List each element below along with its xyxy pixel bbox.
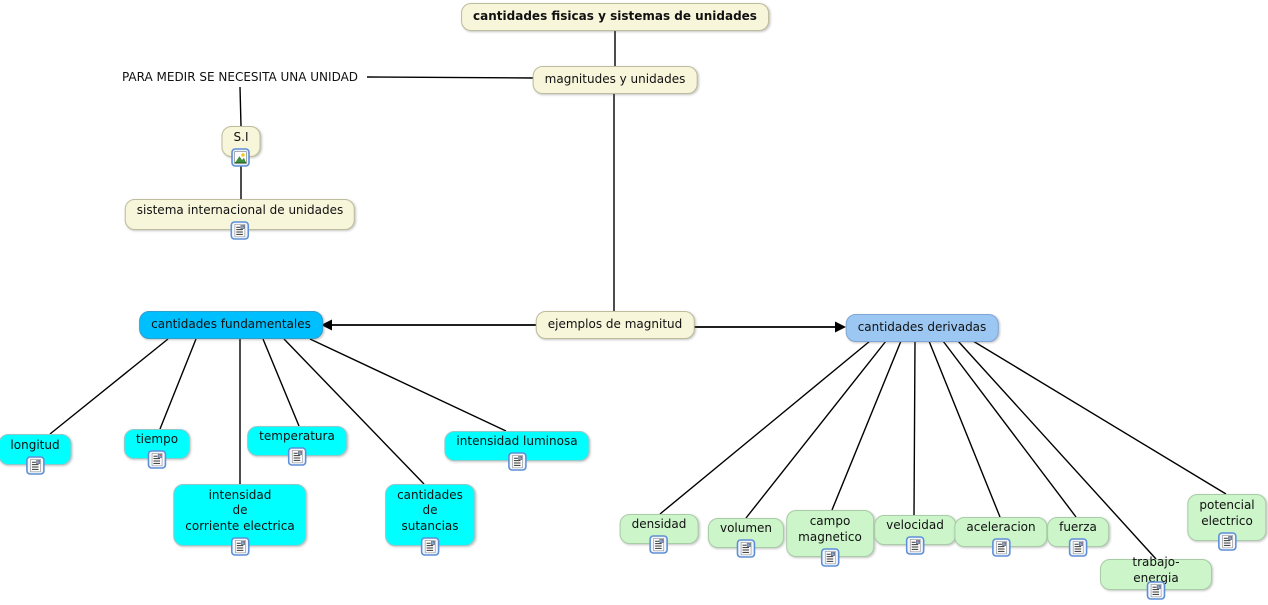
edge-derivadas-volumen — [745, 340, 887, 519]
concept-tiempo[interactable]: tiempo — [123, 429, 191, 459]
document-icon[interactable] — [507, 452, 526, 471]
concept-label: tiempo — [135, 432, 179, 447]
concept-label: sistema internacional de unidades — [136, 202, 344, 217]
concept-velocidad[interactable]: velocidad — [874, 515, 956, 545]
concept-label: cantidades de sutancias — [397, 487, 463, 533]
concept-label: aceleracion — [966, 520, 1036, 535]
concept-fuerza[interactable]: fuerza — [1047, 517, 1109, 547]
edge-para_medir-magnitudes — [366, 76, 535, 79]
document-icon[interactable] — [147, 450, 166, 469]
concept-label: cantidades derivadas — [857, 320, 987, 335]
edge-fundamentales-temperatura — [262, 338, 300, 427]
document-icon[interactable] — [287, 447, 306, 466]
image-icon[interactable] — [231, 148, 250, 167]
concept-label: volumen — [719, 521, 773, 536]
concept-si[interactable]: S.I — [221, 126, 261, 157]
concept-label: intensidad de corriente electrica — [185, 487, 295, 533]
document-icon[interactable] — [1147, 581, 1166, 600]
concept-label: cantidades fisicas y sistemas de unidade… — [473, 9, 757, 24]
edge-fundamentales-longitud — [49, 338, 169, 435]
edge-derivadas-velocidad — [913, 340, 916, 516]
concept-label: fuerza — [1059, 520, 1097, 535]
document-icon[interactable] — [992, 538, 1011, 557]
concept-label: densidad — [631, 517, 687, 532]
concept-label: temperatura — [259, 429, 335, 444]
concept-densidad[interactable]: densidad — [619, 514, 699, 544]
concept-label: campo magnetico — [798, 513, 862, 544]
document-icon[interactable] — [650, 535, 669, 554]
concept-campo-magnetico[interactable]: campo magnetico — [786, 510, 874, 557]
edge-fundamentales-intensidad_luminosa — [309, 338, 507, 432]
concept-label: S.I — [233, 129, 249, 144]
concept-intensidad-luminosa[interactable]: intensidad luminosa — [444, 431, 590, 461]
concept-ejemplos-de-magnitud[interactable]: ejemplos de magnitud — [535, 311, 695, 339]
document-icon[interactable] — [230, 537, 249, 556]
document-icon[interactable] — [231, 221, 250, 240]
concept-cantidades-fundamentales[interactable]: cantidades fundamentales — [139, 311, 323, 339]
concept-cantidades-derivadas[interactable]: cantidades derivadas — [845, 314, 999, 342]
concept-label: trabajo-energia — [1132, 554, 1180, 585]
concept-trabajo-energia[interactable]: trabajo-energia — [1100, 555, 1212, 590]
document-icon[interactable] — [820, 548, 839, 567]
arrowhead — [835, 321, 846, 333]
edge-fundamentales-tiempo — [159, 338, 197, 430]
concept-label: magnitudes y unidades — [544, 72, 686, 87]
edge-derivadas-aceleracion — [928, 340, 1001, 518]
concept-cantidades-de-sutancias[interactable]: cantidades de sutancias — [385, 484, 475, 546]
concept-title[interactable]: cantidades fisicas y sistemas de unidade… — [461, 3, 769, 31]
document-icon[interactable] — [906, 536, 925, 555]
document-icon[interactable] — [1218, 532, 1237, 551]
concept-label: potencial electrico — [1199, 497, 1255, 528]
concept-label: velocidad — [886, 518, 944, 533]
edge-derivadas-fuerza — [942, 340, 1077, 518]
concept-aceleracion[interactable]: aceleracion — [954, 517, 1048, 547]
document-icon[interactable] — [420, 537, 439, 556]
concept-volumen[interactable]: volumen — [707, 518, 785, 548]
document-icon[interactable] — [1069, 538, 1088, 557]
concept-label: intensidad luminosa — [456, 434, 578, 449]
concept-temperatura[interactable]: temperatura — [247, 426, 347, 456]
concept-sistema-internacional[interactable]: sistema internacional de unidades — [124, 199, 356, 230]
concept-longitud[interactable]: longitud — [0, 434, 72, 465]
edge-para_medir-si — [239, 86, 242, 127]
concept-label: ejemplos de magnitud — [547, 317, 683, 332]
edge-derivadas-potencial_electrico — [972, 340, 1227, 495]
linking-phrase-para-medir[interactable]: PARA MEDIR SE NECESITA UNA UNIDAD — [122, 70, 358, 84]
edge-derivadas-campo_magnetico — [831, 340, 902, 511]
document-icon[interactable] — [737, 539, 756, 558]
concept-magnitudes-y-unidades[interactable]: magnitudes y unidades — [532, 66, 698, 94]
edge-derivadas-densidad — [659, 340, 871, 515]
concept-potencial-electrico[interactable]: potencial electrico — [1187, 494, 1267, 541]
concept-label: longitud — [10, 437, 60, 452]
document-icon[interactable] — [25, 456, 44, 475]
concept-intensidad-corriente-electrica[interactable]: intensidad de corriente electrica — [173, 484, 307, 546]
concept-label: cantidades fundamentales — [151, 317, 311, 332]
linking-phrase-label: PARA MEDIR SE NECESITA UNA UNIDAD — [121, 70, 359, 84]
